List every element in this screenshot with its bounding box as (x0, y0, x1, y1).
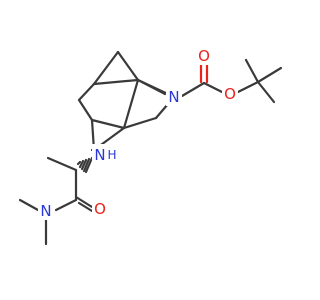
molecule-diagram: N O O N H O N (18, 47, 283, 246)
bond-n-carbonyl (180, 81, 206, 98)
boc-group (180, 58, 283, 104)
bond-carbonyl-n (54, 198, 78, 212)
atom-o-carbonyl-boc: O (198, 47, 210, 65)
bond-carbonyl-oester (202, 81, 224, 94)
bond-c4-c5 (122, 78, 140, 130)
atom-o-amide: O (94, 200, 106, 218)
bond-cq-me1 (244, 58, 260, 84)
atom-o-ester: O (224, 85, 236, 103)
bond-bridge-top2 (116, 50, 140, 82)
bond-c1-n (136, 78, 167, 96)
bond-n-me1 (18, 198, 40, 212)
bond-ring-left2 (77, 98, 94, 122)
bond-amide-o-b (77, 201, 94, 213)
bond-ch2-n2 (154, 102, 170, 120)
bond-ch2-n (122, 116, 158, 130)
atom-n-amine: N (94, 146, 105, 164)
bond-cq-me2 (256, 66, 283, 84)
bond-cq-me3 (256, 80, 276, 104)
bond-c3-c4 (90, 118, 126, 130)
bond-oester-cq (236, 80, 260, 94)
bond-amide-o-a (74, 195, 94, 209)
bicyclic-ring (77, 50, 172, 130)
stereo-hash-bond (76, 156, 94, 174)
bond-inner (92, 78, 140, 86)
atom-n-amide: N (40, 202, 51, 220)
atom-n-ring: N (168, 88, 179, 106)
bond-bridge-top (92, 50, 120, 86)
amino-amide-chain (18, 118, 126, 246)
atom-labels: N O O N H O N (38, 47, 238, 220)
atom-h-amine: H (107, 148, 116, 162)
bond-ring-left (77, 82, 96, 102)
structure-canvas: N O O N H O N (18, 47, 283, 246)
bond-alpha-me (46, 156, 78, 172)
